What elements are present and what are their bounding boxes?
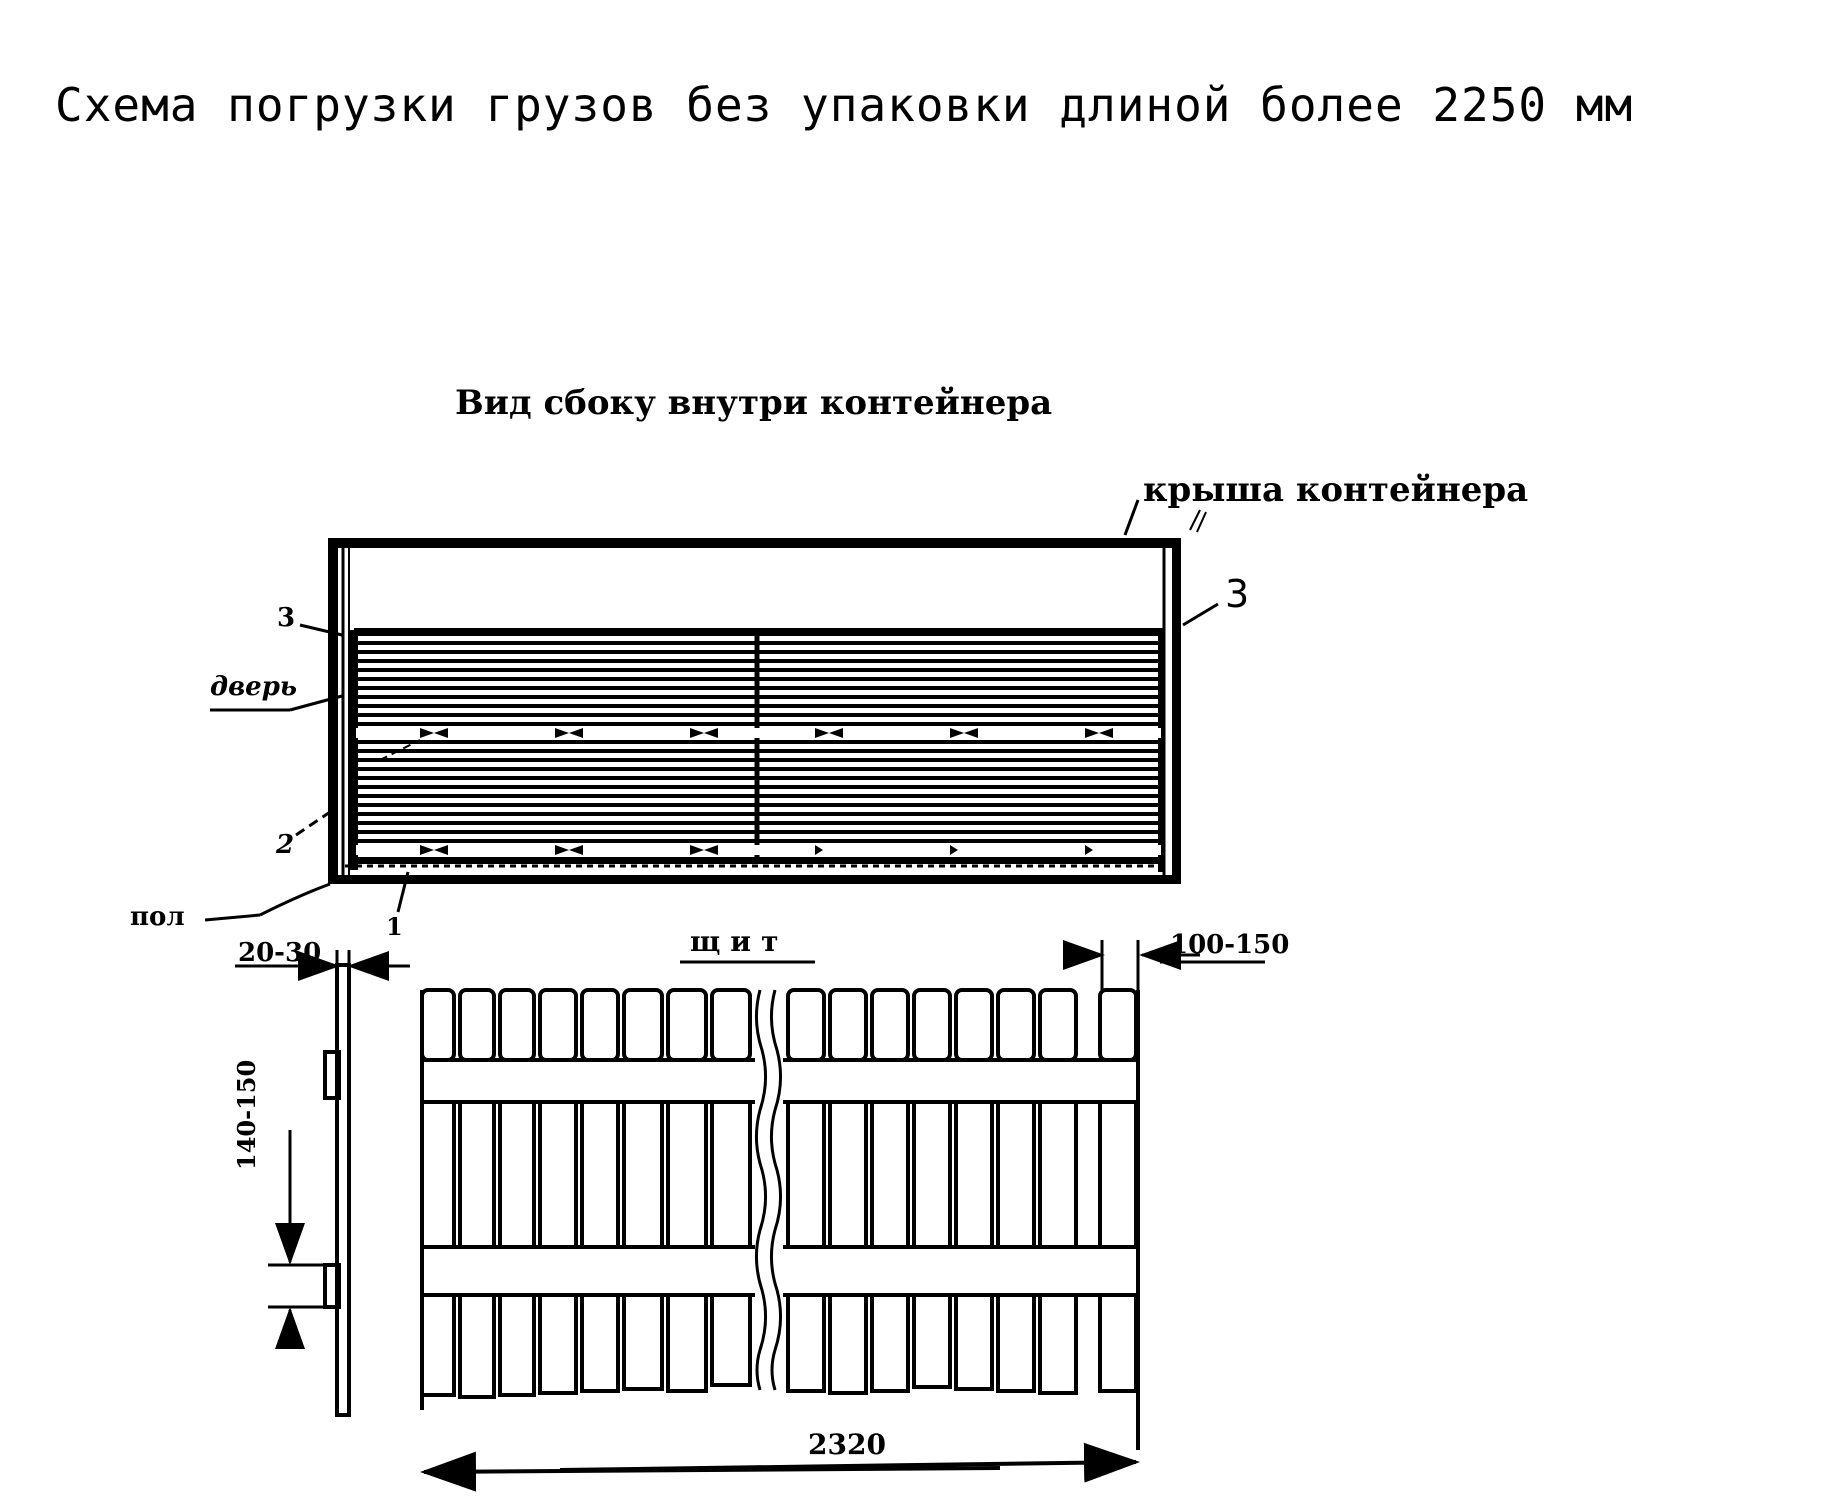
container-end-wall	[1172, 538, 1181, 884]
page-title: Схема погрузки грузов без упаковки длино…	[55, 78, 1634, 132]
container-floor	[330, 875, 1180, 884]
dim-board-gap: 100-150	[1170, 930, 1290, 960]
break-line	[755, 989, 767, 1391]
callout-3-left: 3	[277, 603, 296, 633]
container-side-view	[204, 499, 1219, 922]
container-roof	[330, 538, 1180, 548]
shield-front-view	[420, 940, 1265, 1492]
spacer-marks	[420, 728, 1113, 855]
container-door	[328, 538, 338, 884]
callout-2: 2	[276, 830, 295, 860]
floor-label: пол	[130, 902, 185, 932]
shield-label: щит	[690, 925, 789, 958]
callout-3-right: 3	[1225, 572, 1250, 616]
dim-thickness: 20-30	[238, 938, 322, 968]
view-subtitle: Вид сбоку внутри контейнера	[455, 383, 1053, 423]
roof-label: крыша контейнера	[1143, 470, 1529, 510]
door-label: дверь	[210, 672, 298, 702]
dim-length: 2320	[808, 1428, 886, 1461]
shield-profile-view	[235, 950, 410, 1417]
dim-crossbar: 140-150	[232, 1059, 261, 1170]
callout-1: 1	[386, 912, 403, 941]
